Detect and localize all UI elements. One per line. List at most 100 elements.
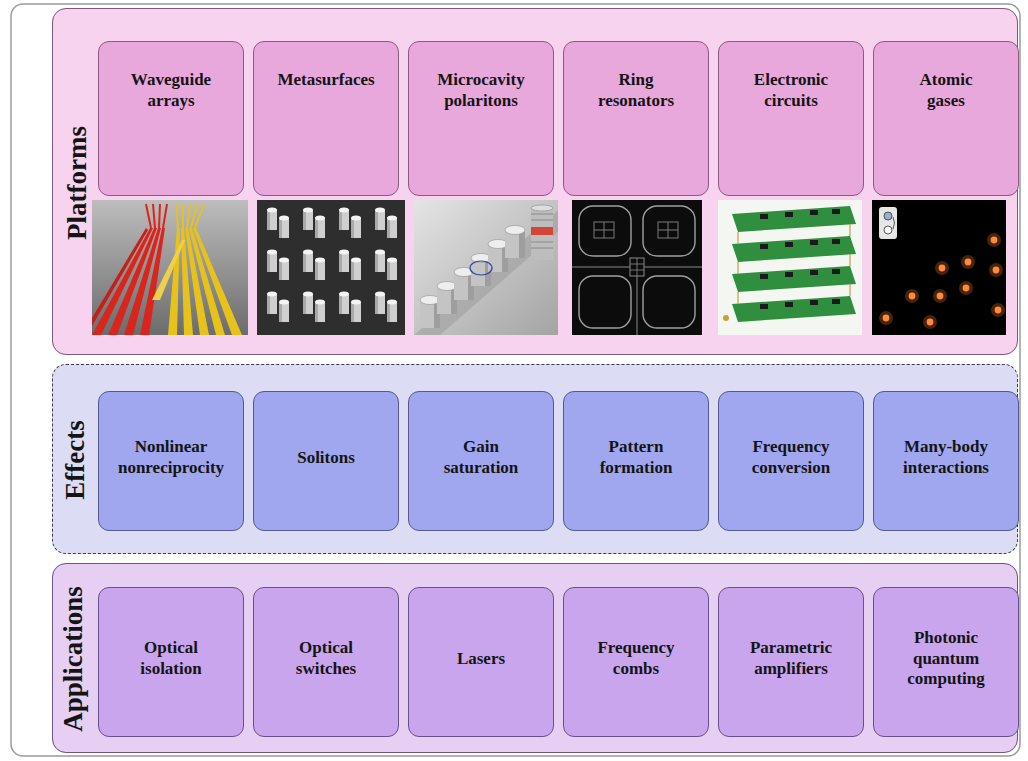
- circuit-board-image: [718, 200, 862, 335]
- ring-resonator-image: [604, 222, 605, 238]
- metasurface-image: [315, 216, 325, 239]
- metasurface-image: [387, 258, 397, 281]
- waveguide-image: [195, 204, 204, 228]
- circuit-board-image: [832, 209, 840, 214]
- micropillar-image: [470, 261, 492, 275]
- band-fill: [52, 563, 1018, 753]
- circuit-board-image: [832, 299, 840, 304]
- circuit-board-image: [785, 272, 793, 277]
- atom-array-image: [987, 233, 1001, 247]
- category-box: Ring resonators: [563, 41, 709, 196]
- ring-resonator-image: [630, 258, 644, 276]
- ring-resonator-image: [572, 200, 702, 335]
- circuit-board-image: [849, 224, 850, 236]
- metasurface-image: [279, 258, 289, 281]
- metasurface-image: [339, 250, 349, 273]
- category-box: Frequency conversion: [718, 391, 864, 531]
- waveguide-image: [182, 204, 184, 228]
- waveguide-image: [92, 200, 248, 335]
- category-box: Electronic circuits: [718, 41, 864, 196]
- metasurface-image: [387, 300, 397, 323]
- band-heading: Platforms: [64, 126, 91, 240]
- category-box: Pattern formation: [563, 391, 709, 531]
- waveguide-image: [193, 228, 242, 335]
- atom-array-image: [872, 200, 1006, 335]
- waveguide-image: [146, 204, 151, 228]
- atom-array-image: [989, 263, 1003, 277]
- atom-array-image: [884, 226, 892, 234]
- metasurface-image: [279, 300, 289, 323]
- category-box: Lasers: [408, 587, 554, 737]
- circuit-board-image: [849, 254, 850, 266]
- category-box: Microcavity polaritons: [408, 41, 554, 196]
- category-box: Photonic quantum computing: [873, 587, 1019, 737]
- circuit-board-image: [785, 302, 793, 307]
- micropillar-image: [531, 227, 553, 235]
- category-box: Solitons: [253, 391, 399, 531]
- micropillar-image: [414, 200, 558, 335]
- waveguide-image: [168, 228, 180, 335]
- circuit-board-image: [832, 269, 840, 274]
- box-label: Parametric amplifiers: [746, 638, 836, 679]
- metasurface-image: [375, 250, 385, 273]
- box-label: Frequency combs: [591, 638, 681, 679]
- waveguide-image: [92, 200, 248, 335]
- category-box: Optical isolation: [98, 587, 244, 737]
- circuit-board-image: [849, 284, 850, 296]
- metasurface-image: [257, 200, 405, 335]
- ring-resonator-image: [572, 200, 702, 335]
- ring-resonator-image: [637, 276, 638, 335]
- box-label: Nonlinear nonreciprocity: [118, 437, 224, 478]
- box-label: Electronic circuits: [746, 70, 836, 111]
- box-label: Optical isolation: [126, 638, 216, 679]
- waveguide-image: [159, 204, 160, 228]
- metasurface-image: [257, 200, 405, 335]
- micropillar-image: [531, 205, 553, 211]
- outer-frame: [11, 4, 1020, 756]
- metasurface-image: [279, 216, 289, 239]
- waveguide-image: [176, 204, 178, 228]
- category-box: Parametric amplifiers: [718, 587, 864, 737]
- waveguide-image: [153, 204, 155, 228]
- ring-resonator-image: [572, 267, 630, 268]
- box-label: Many-body interactions: [901, 437, 991, 478]
- box-label: Microcavity polaritons: [436, 70, 526, 111]
- category-box: Waveguide arrays: [98, 41, 244, 196]
- atom-array-image: [991, 303, 1005, 317]
- circuit-board-image: [810, 240, 818, 245]
- band-fill: [52, 364, 1018, 554]
- circuit-board-image: [832, 239, 840, 244]
- category-box: Gain saturation: [408, 391, 554, 531]
- atom-array-image: [893, 217, 895, 229]
- metasurface-image: [315, 300, 325, 323]
- micropillar-image: [414, 200, 558, 335]
- metasurface-image: [267, 292, 277, 315]
- circuit-board-image: [785, 242, 793, 247]
- metasurface-image: [351, 258, 361, 281]
- box-label: Pattern formation: [591, 437, 681, 478]
- atom-array-image: [879, 311, 893, 325]
- metasurface-image: [267, 250, 277, 273]
- micropillar-image: [414, 210, 558, 335]
- ring-resonator-image: [643, 206, 695, 256]
- metasurface-image: [315, 258, 325, 281]
- box-label: Gain saturation: [436, 437, 526, 478]
- layer-band: Platforms Waveguide arrays Metasurfaces Mic…: [52, 8, 1018, 355]
- circuit-board-image: [732, 296, 856, 322]
- micropillar-image: [531, 208, 553, 260]
- metasurface-image: [303, 208, 313, 231]
- micropillar-image: [531, 214, 553, 215]
- box-label: Metasurfaces: [277, 70, 374, 91]
- micropillar-image: [531, 242, 553, 243]
- box-label: Lasers: [457, 649, 505, 670]
- metasurface-image: [339, 208, 349, 231]
- metasurface-image: [375, 292, 385, 315]
- circuit-board-image: [760, 214, 768, 219]
- micropillar-image: [531, 248, 553, 249]
- layer-band: ApplicationsOptical isolationOptical swi…: [52, 563, 1018, 753]
- box-label: Waveguide arrays: [126, 70, 216, 111]
- metasurface-image: [351, 300, 361, 323]
- atom-array-image: [905, 289, 919, 303]
- box-label: Frequency conversion: [746, 437, 836, 478]
- metasurface-image: [387, 216, 397, 239]
